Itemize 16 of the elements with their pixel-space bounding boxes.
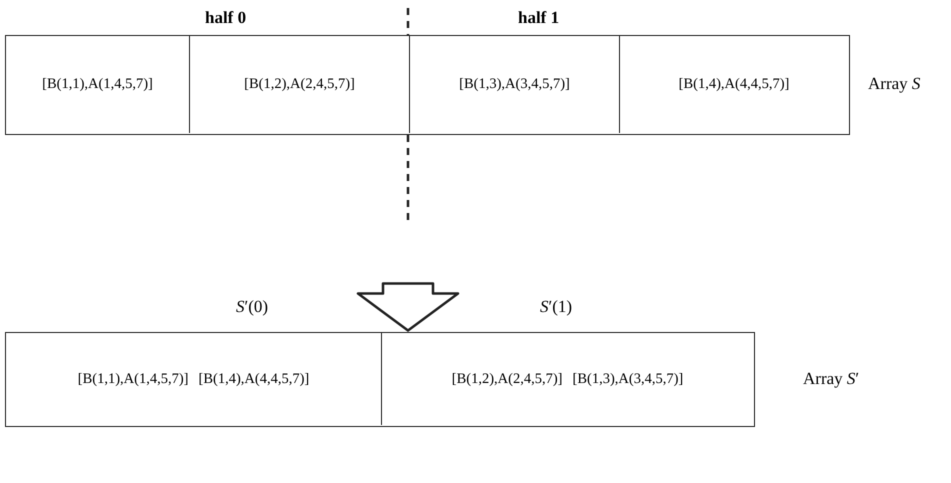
cell-text: [B(1,4),A(4,4,5,7)] (678, 76, 790, 93)
array-box (5, 35, 850, 135)
cell-text: [B(1,3),A(3,4,5,7)] (459, 76, 570, 93)
half-heading: S′(1) (540, 297, 572, 317)
cell-text: [B(1,1),A(1,4,5,7)] (78, 370, 188, 388)
array-name: Array S′ (803, 369, 860, 389)
cell-text: [B(1,4),A(4,4,5,7)] (198, 370, 310, 388)
cell-text: [B(1,2),A(2,4,5,7)] (452, 370, 562, 388)
half-label: half 0 (205, 8, 246, 28)
half-heading: S′(0) (236, 297, 268, 317)
cell-text: [B(1,3),A(3,4,5,7)] (572, 370, 684, 388)
half-label: half 1 (518, 8, 560, 28)
array-name: Array S (868, 74, 920, 94)
cell-text: [B(1,2),A(2,4,5,7)] (244, 76, 355, 93)
cell-text: [B(1,1),A(1,4,5,7)] (42, 76, 153, 93)
array-box (5, 332, 755, 427)
